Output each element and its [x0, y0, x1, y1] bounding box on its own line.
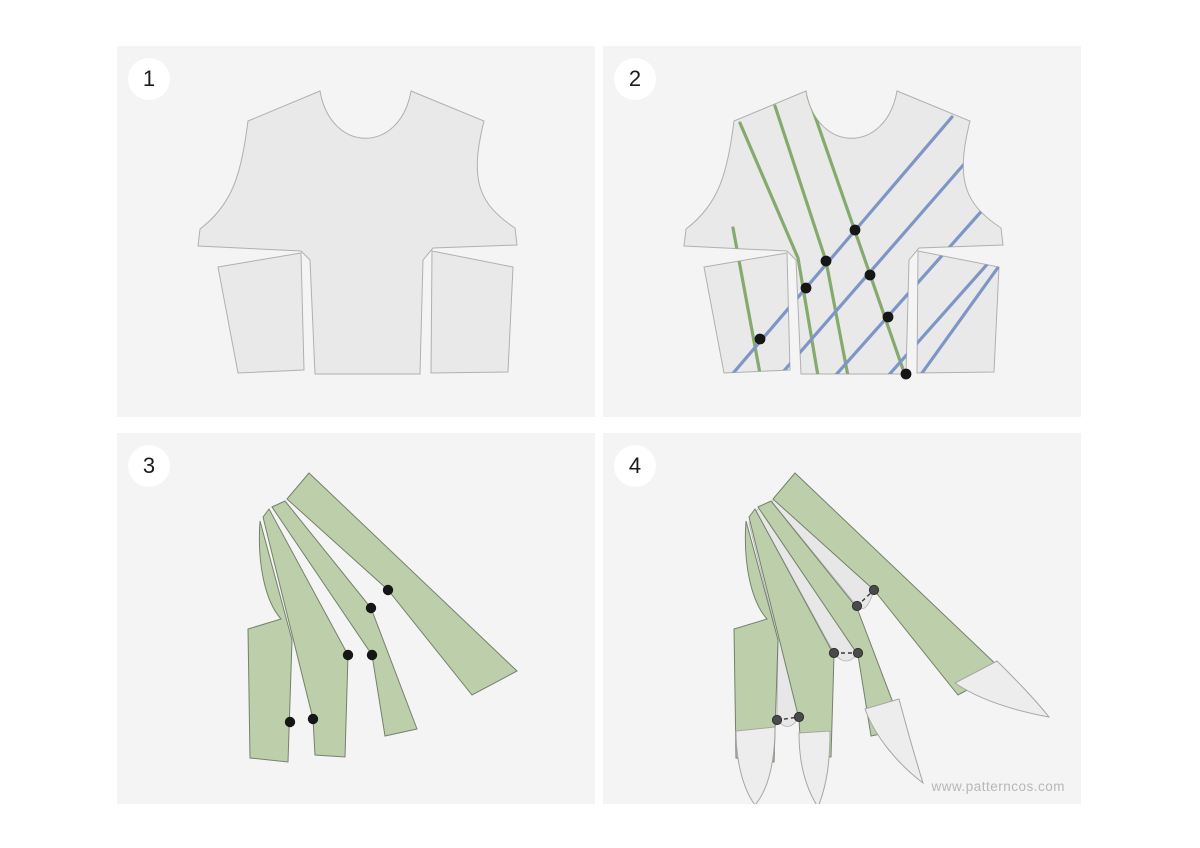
pointed-paper-tails	[735, 660, 1051, 804]
bodice-block	[197, 90, 518, 375]
match-point-dot	[868, 584, 880, 596]
match-point-dot	[851, 600, 863, 612]
step-panel-4: 4	[603, 433, 1081, 804]
match-point-dot	[382, 584, 394, 596]
step-number: 1	[142, 66, 156, 91]
tutorial-grid: 1 2	[117, 46, 1081, 804]
bodice-left-waist-piece	[703, 252, 791, 374]
step-number-badge: 3	[128, 445, 170, 487]
guide-line-1	[727, 115, 954, 374]
step-number-badge: 4	[614, 445, 656, 487]
bodice-left-waist-piece	[217, 252, 305, 374]
match-point-dot	[365, 602, 377, 614]
match-point-dot	[882, 311, 894, 323]
step-panel-2: 2	[603, 46, 1081, 417]
match-point-dot	[771, 714, 783, 726]
guide-line-5	[915, 264, 1001, 374]
bodice-main-piece	[683, 90, 1004, 375]
step-number-badge: 1	[128, 58, 170, 100]
match-point-dot	[900, 368, 912, 380]
step-panel-3: 3	[117, 433, 595, 804]
match-point-dot	[864, 269, 876, 281]
side-front-piece	[247, 520, 293, 763]
final-pattern-step4	[733, 472, 1051, 804]
tail-piece-4	[954, 660, 1051, 718]
bodice-right-waist-piece	[916, 250, 1000, 374]
paper-webs	[748, 496, 875, 727]
fanned-green-pieces	[733, 472, 1004, 763]
match-point-dot	[828, 647, 840, 659]
match-point-dot	[849, 224, 861, 236]
match-point-dot	[820, 255, 832, 267]
guide-line-4	[861, 240, 1003, 374]
join-marks	[771, 584, 880, 726]
match-point-dot	[754, 333, 766, 345]
bodice-block	[683, 90, 1004, 375]
step-panel-1: 1	[117, 46, 595, 417]
fanned-pieces-step3	[247, 472, 518, 763]
side-front-piece	[733, 520, 779, 763]
match-point-dot	[342, 649, 354, 661]
step-number: 2	[628, 66, 642, 91]
slash-strip-4	[286, 472, 518, 696]
slash-line-3	[806, 94, 908, 374]
match-point-dots	[284, 584, 394, 728]
bodice-main-piece	[197, 90, 518, 375]
match-point-dot	[307, 713, 319, 725]
tail-piece-2	[798, 730, 831, 804]
match-point-dot	[793, 711, 805, 723]
bodice-right-waist-piece	[430, 250, 514, 374]
bodice-diagram-step1	[197, 90, 518, 375]
match-point-dot	[284, 716, 296, 728]
step-number: 3	[142, 453, 156, 478]
step-number-badge: 2	[614, 58, 656, 100]
step-number: 4	[628, 453, 642, 478]
guide-line-3	[808, 194, 997, 374]
match-point-dot	[366, 649, 378, 661]
watermark-text: www.patterncos.com	[931, 779, 1065, 794]
fanned-green-pieces	[247, 472, 518, 763]
bodice-diagram-step2	[683, 90, 1004, 380]
match-point-dot	[800, 282, 812, 294]
slash-line-1	[738, 121, 820, 374]
match-point-dots	[754, 224, 912, 380]
tail-piece-3	[864, 698, 924, 785]
match-point-dot	[852, 647, 864, 659]
tail-piece-1	[735, 726, 776, 804]
